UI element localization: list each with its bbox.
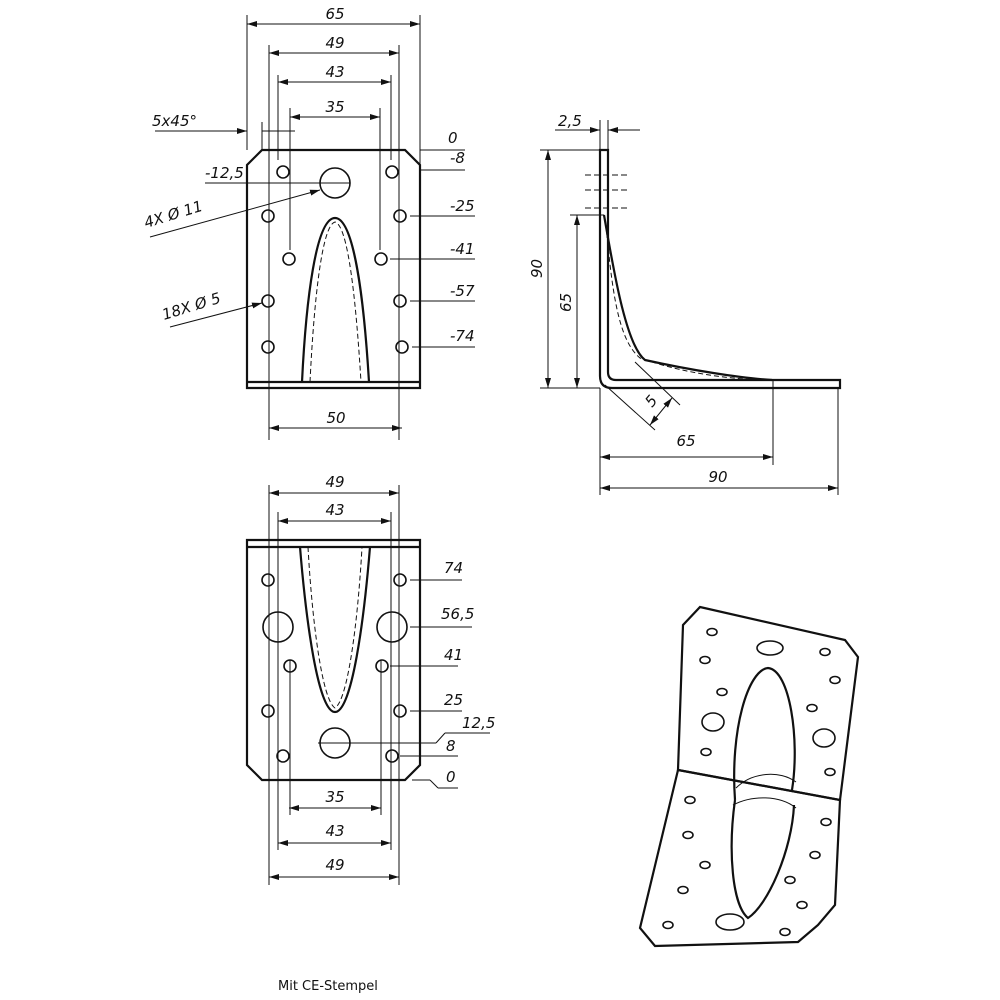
caption: Mit CE-Stempel	[278, 979, 378, 994]
dim-49: 49	[325, 34, 344, 52]
level-m57: -57	[450, 282, 475, 300]
bottom-plate-outline	[245, 538, 422, 782]
dim-43-bottom: 43	[325, 822, 344, 840]
dim-43-top: 43	[325, 501, 344, 519]
level-m74: -74	[450, 327, 475, 345]
level-41: 41	[444, 646, 463, 664]
top-plate-outline	[245, 148, 422, 390]
height-90: 90	[528, 259, 546, 278]
rib-profile	[602, 214, 773, 382]
dim-35: 35	[325, 98, 344, 116]
level-m41: -41	[450, 240, 475, 258]
level-m8: -8	[450, 149, 465, 167]
level-8: 8	[446, 737, 456, 755]
rib-label: 5	[641, 392, 661, 411]
level-0: 0	[446, 768, 456, 786]
thickness-label: 2,5	[558, 112, 582, 130]
side-profile	[598, 148, 842, 390]
small-holes-label: 18X Ø 5	[160, 289, 223, 324]
level-74: 74	[444, 559, 463, 577]
side-view: 2,5 90 65 5 65 90	[528, 112, 842, 495]
level-m25: -25	[450, 197, 475, 215]
isometric-view	[638, 605, 860, 948]
width-90: 90	[708, 468, 727, 486]
width-65: 65	[676, 432, 695, 450]
level-12-5: 12,5	[462, 714, 495, 732]
top-view: 65 49 43 35 5x45° 0 -8 -12,5 -25 -41 -57…	[142, 5, 475, 440]
dim-49-top: 49	[325, 473, 344, 491]
dim-49-bottom: 49	[325, 856, 344, 874]
dim-43: 43	[325, 63, 344, 81]
dim-65: 65	[325, 5, 344, 23]
teardrop-cutout	[300, 216, 371, 383]
dim-50: 50	[326, 409, 345, 427]
bottom-teardrop	[298, 546, 372, 714]
level-m12-5: -12,5	[205, 164, 244, 182]
level-25: 25	[444, 691, 463, 709]
level-0: 0	[448, 129, 458, 147]
chamfer-label: 5x45°	[152, 112, 197, 130]
dim-35: 35	[325, 788, 344, 806]
bottom-holes	[261, 573, 408, 763]
bottom-view: 49 43 35 43 49 74 56,5 41 25 12,5 8 0	[245, 473, 495, 885]
large-holes-label: 4X Ø 11	[142, 197, 205, 232]
height-65: 65	[557, 293, 575, 312]
level-56-5: 56,5	[441, 605, 474, 623]
holes	[261, 165, 409, 354]
